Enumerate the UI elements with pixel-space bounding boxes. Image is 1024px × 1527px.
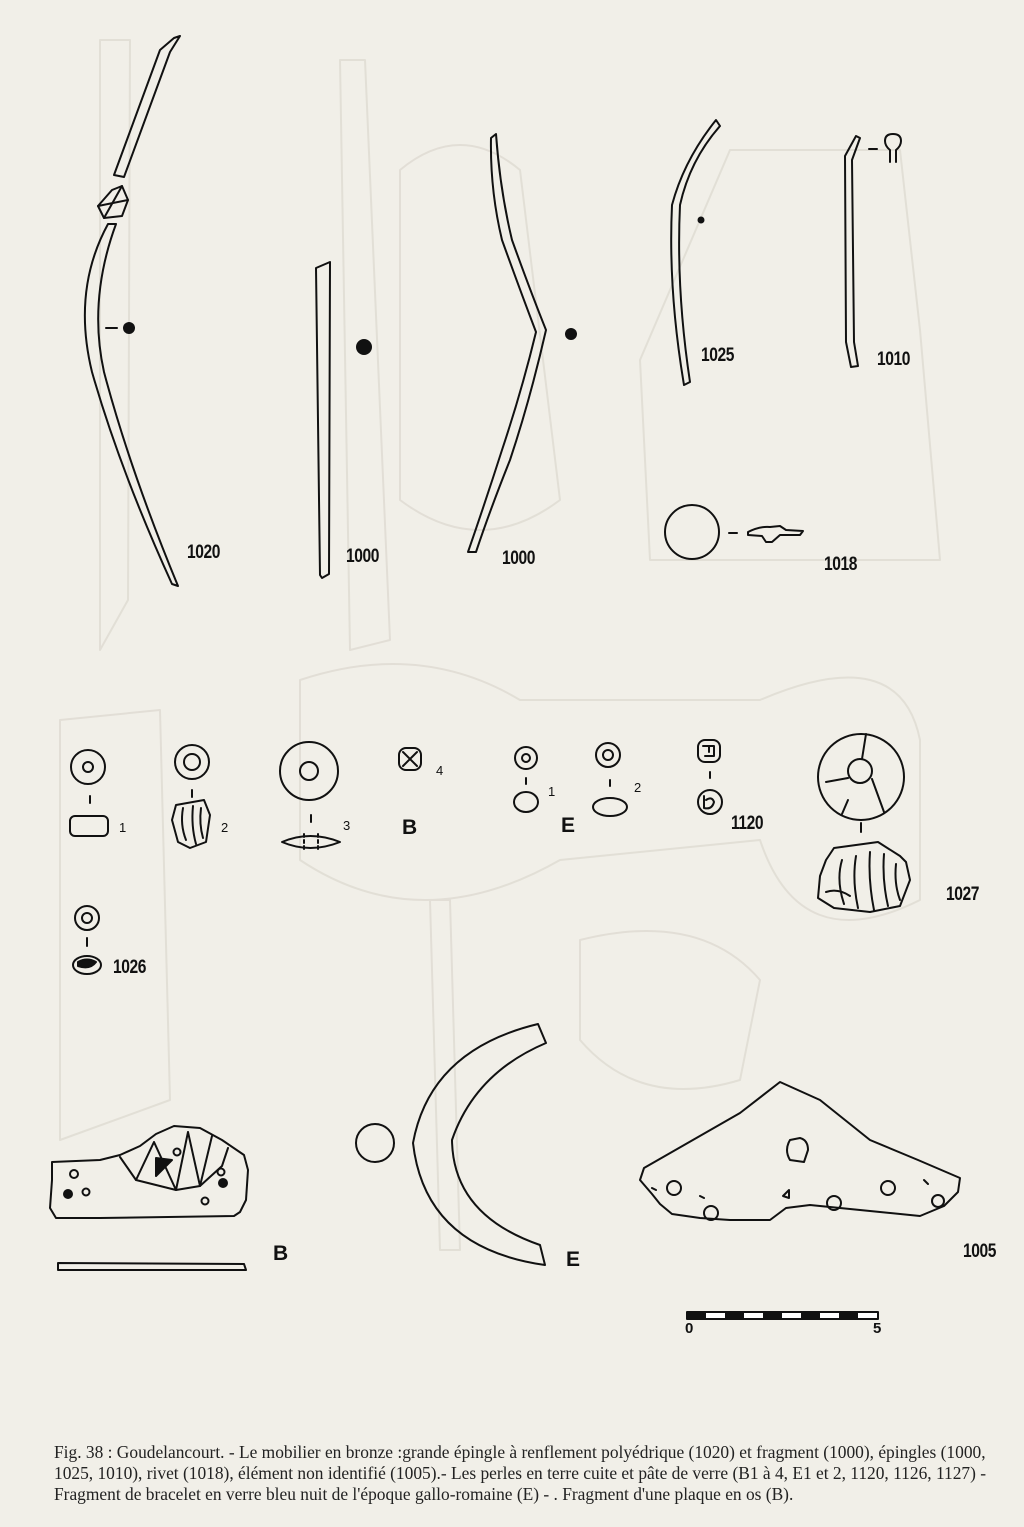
label-b2: 2 [221,820,229,835]
label-e2: 2 [634,780,642,795]
bead-b1-drawing [69,749,109,837]
label-group-e: E [561,814,576,837]
label-group-b: B [402,816,418,839]
label-1000-a: 1000 [346,546,380,567]
label-1000-b: 1000 [502,548,536,569]
label-1027: 1027 [946,884,980,905]
rivet-1018-drawing [664,504,804,560]
label-1005: 1005 [963,1241,997,1262]
pin-1000-straight-drawing [315,261,372,579]
label-bracelet-e: E [566,1248,581,1271]
bead-1026-drawing [72,905,102,975]
figure-caption: Fig. 38 : Goudelancourt. - Le mobilier e… [54,1442,987,1504]
bead-1120-drawing [697,739,723,815]
label-1120: 1120 [731,813,764,834]
bone-plaque-b-drawing [49,1125,249,1271]
bead-b4-drawing [398,747,422,771]
scale-bar-start-label: 0 [685,1320,694,1337]
figure-plate [49,35,961,1320]
label-1025: 1025 [701,345,735,366]
label-1020: 1020 [187,542,221,563]
pin-1010-drawing [844,133,902,368]
element-1005-drawing [639,1081,961,1221]
scale-bar [686,1311,879,1320]
bead-e1-drawing [513,746,539,813]
pin-1020-drawing [83,35,181,587]
label-e1: 1 [548,784,556,799]
bead-1027-drawing [817,733,911,913]
scale-bar-end-label: 5 [873,1320,882,1337]
pin-1000-bent-drawing [467,133,577,553]
show-through-ghost [59,39,941,1251]
bracelet-e-drawing [355,1023,547,1266]
label-b3: 3 [343,818,351,833]
bead-b2-drawing [171,744,211,849]
label-1026: 1026 [113,957,147,978]
label-bone-b: B [273,1242,289,1265]
label-1010: 1010 [877,349,911,370]
pin-1010-section-icon [884,133,902,163]
label-b1: 1 [119,820,127,835]
bead-e2-drawing [592,742,628,817]
label-1018: 1018 [824,554,858,575]
pin-1025-drawing [670,119,721,386]
bead-b3-drawing [279,741,341,851]
label-b4: 4 [436,763,444,778]
